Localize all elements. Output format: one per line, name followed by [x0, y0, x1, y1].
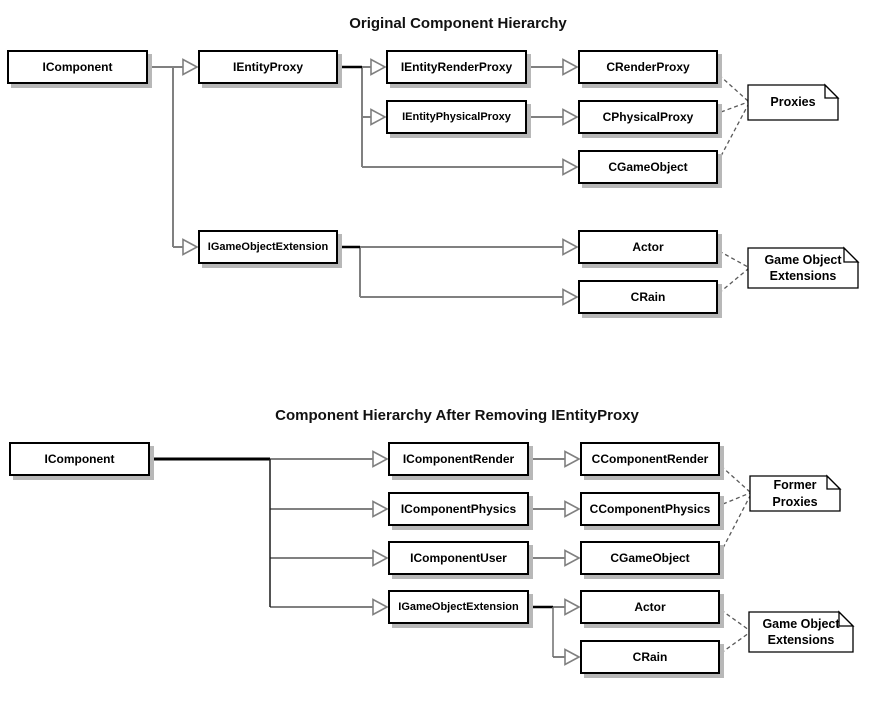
node-igameobjectextension-refactored: IGameObjectExtension [388, 590, 529, 624]
node-igameobjectextension-original: IGameObjectExtension [198, 230, 338, 264]
node-icomponentrender: IComponentRender [388, 442, 529, 476]
note-game-object-extensions-bottom-shape [748, 610, 855, 653]
node-crain-original: CRain [578, 280, 718, 314]
node-ientityrenderproxy: IEntityRenderProxy [386, 50, 527, 84]
original-hierarchy-title: Original Component Hierarchy [349, 15, 567, 32]
note-proxies-shape [747, 83, 840, 121]
node-crain-refactored: CRain [580, 640, 720, 674]
node-icomponentuser: IComponentUser [388, 541, 529, 575]
original-connector-stubs [338, 65, 362, 249]
node-icomponentphysics: IComponentPhysics [388, 492, 529, 526]
note-shapes [747, 83, 860, 653]
note-former-proxies: Former Proxies [772, 478, 818, 509]
refactored-connector-stubs [150, 457, 554, 657]
node-icomponent-original: IComponent [7, 50, 148, 84]
refactored-hierarchy-title: Component Hierarchy After Removing IEnti… [275, 407, 639, 424]
note-proxies: Proxies [770, 95, 816, 110]
node-crenderproxy: CRenderProxy [578, 50, 718, 84]
note-link-lines [718, 74, 751, 654]
note-game-object-extensions-bottom: Game Object Extensions [762, 616, 840, 647]
node-ientityphysicalproxy: IEntityPhysicalProxy [386, 100, 527, 134]
node-ccomponentphysics: CComponentPhysics [580, 492, 720, 526]
node-cphysicalproxy: CPhysicalProxy [578, 100, 718, 134]
note-game-object-extensions-top-shape [747, 246, 860, 289]
note-former-proxies-shape [749, 474, 842, 512]
node-ientityproxy: IEntityProxy [198, 50, 338, 84]
node-actor-original: Actor [578, 230, 718, 264]
note-game-object-extensions-top: Game Object Extensions [764, 252, 842, 283]
node-cgameobject-refactored: CGameObject [580, 541, 720, 575]
node-actor-refactored: Actor [580, 590, 720, 624]
inheritance-arrowheads [182, 58, 581, 666]
original-connectors [148, 66, 563, 298]
node-icomponent-refactored: IComponent [9, 442, 150, 476]
node-ccomponentrender: CComponentRender [580, 442, 720, 476]
node-cgameobject-original: CGameObject [578, 150, 718, 184]
refactored-connectors [270, 458, 565, 658]
